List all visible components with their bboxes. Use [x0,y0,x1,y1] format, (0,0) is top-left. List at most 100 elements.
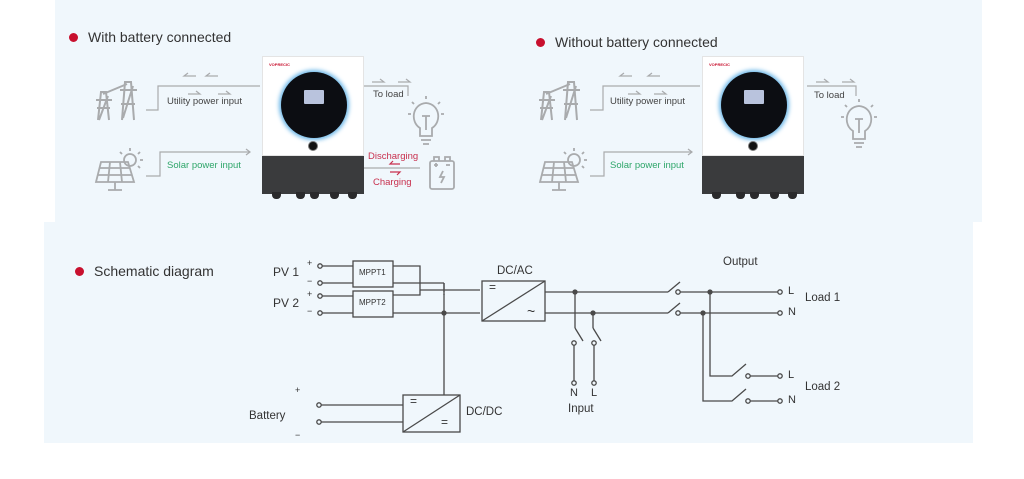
to-load-wire [807,85,857,96]
solar-panel-icon [94,148,143,191]
bullet-dot [536,37,545,47]
pv2-label: PV 2 [273,296,300,310]
solar-panel-icon [538,148,587,191]
load1-l-label: L [788,285,795,297]
arrow-right-icon [188,90,202,95]
arrow-right-icon [654,90,668,95]
bullet-dot [69,32,78,42]
inverter-terminal-cover [262,156,364,194]
inverter-lcd-screen [744,90,764,104]
arrow-left-icon [618,72,632,77]
with-battery-heading: With battery connected [69,29,231,45]
arrow-right-icon [842,78,856,83]
arrow-right-icon [372,78,386,83]
inverter-display-ring [721,72,787,138]
solar-power-input-label: Solar power input [610,160,684,171]
battery-minus-terminal [316,419,322,425]
inverter-brand-logo: VOPRECIC [709,62,730,67]
pv1-minus-sign: − [307,276,313,286]
arrow-left-icon [646,72,660,77]
solar-power-input-label: Solar power input [167,160,241,171]
inverter-body: VOPRECIC [702,56,804,156]
charging-label: Charging [373,177,412,188]
inverter-power-button [748,141,758,151]
to-load-label: To load [814,90,845,101]
mppt1-box [352,260,394,288]
inverter-cable-glands [268,192,358,199]
input-l-label: L [591,387,598,399]
input-terminal [591,340,597,346]
arrow-right-icon [218,90,232,95]
terminal [317,263,323,269]
ac-symbol: ~ [527,303,536,319]
with-battery-title: With battery connected [88,29,232,45]
light-bulb-icon [408,96,444,145]
arrow-right-icon [687,148,693,156]
utility-power-input-label: Utility power input [167,96,242,107]
terminal [317,280,323,286]
operating-modes-panel [55,0,982,222]
dcdc-label: DC/DC [466,406,503,418]
battery-icon [429,156,455,190]
arrow-right-icon [628,90,642,95]
inverter-body: VOPRECIC [262,56,364,156]
load1-n-label: N [788,306,796,318]
battery-plus-terminal [316,402,322,408]
load2-n-label: N [788,394,796,406]
input-terminal [571,340,577,346]
load1-label: Load 1 [805,292,841,304]
inverter-display-ring [281,72,347,138]
load2-n-terminal [777,398,783,404]
to-load-label: To load [373,89,404,100]
input-terminal [591,380,597,386]
pv2-minus-sign: − [307,306,313,316]
battery-label: Battery [249,410,286,422]
arrow-left-icon [182,72,196,77]
pv1-label: PV 1 [273,265,300,279]
inverter-cable-glands [708,192,798,199]
battery-minus-sign: − [295,430,301,440]
light-bulb-icon [841,99,877,148]
inverter-image: VOPRECIC [262,56,364,199]
to-load-wire [362,85,409,96]
solar-wire [146,151,250,177]
arrow-right-icon [398,78,412,83]
power-pylon-icon [539,81,580,121]
arrow-right-icon [390,171,402,176]
discharging-label: Discharging [368,151,419,162]
utility-power-input-label: Utility power input [610,96,685,107]
load2-l-label: L [788,369,795,381]
utility-wire [146,85,260,111]
inverter-lcd-screen [304,90,324,104]
bullet-dot [75,266,84,276]
load1-l-terminal [777,289,783,295]
power-pylon-icon [96,81,137,121]
without-battery-heading: Without battery connected [536,34,718,50]
input-n-label: N [570,387,578,399]
dcac-label: DC/AC [497,265,533,277]
mppt1-label: MPPT1 [359,268,386,277]
switch-contact [675,310,681,316]
switch-contact [675,289,681,295]
arrow-right-icon [245,148,251,156]
inverter-terminal-cover [702,156,804,194]
pv2-plus-sign: + [307,289,313,299]
inverter-image: VOPRECIC [702,56,804,199]
pv1-plus-sign: + [307,258,313,268]
arrow-left-icon [204,72,218,77]
load1-n-terminal [777,310,783,316]
dcac-converter-box [481,280,546,322]
input-terminal [571,380,577,386]
dcdc-converter-box [402,394,461,433]
schematic-panel [44,222,973,443]
inverter-power-button [308,141,318,151]
output-label: Output [723,256,758,268]
switch-contact [745,398,751,404]
load2-l-terminal [777,373,783,379]
switch-contact [745,373,751,379]
dc-symbol: = [410,394,418,408]
utility-wire [590,85,700,111]
modes-lines [94,72,877,191]
schematic-title: Schematic diagram [94,263,214,279]
inverter-brand-logo: VOPRECIC [269,62,290,67]
